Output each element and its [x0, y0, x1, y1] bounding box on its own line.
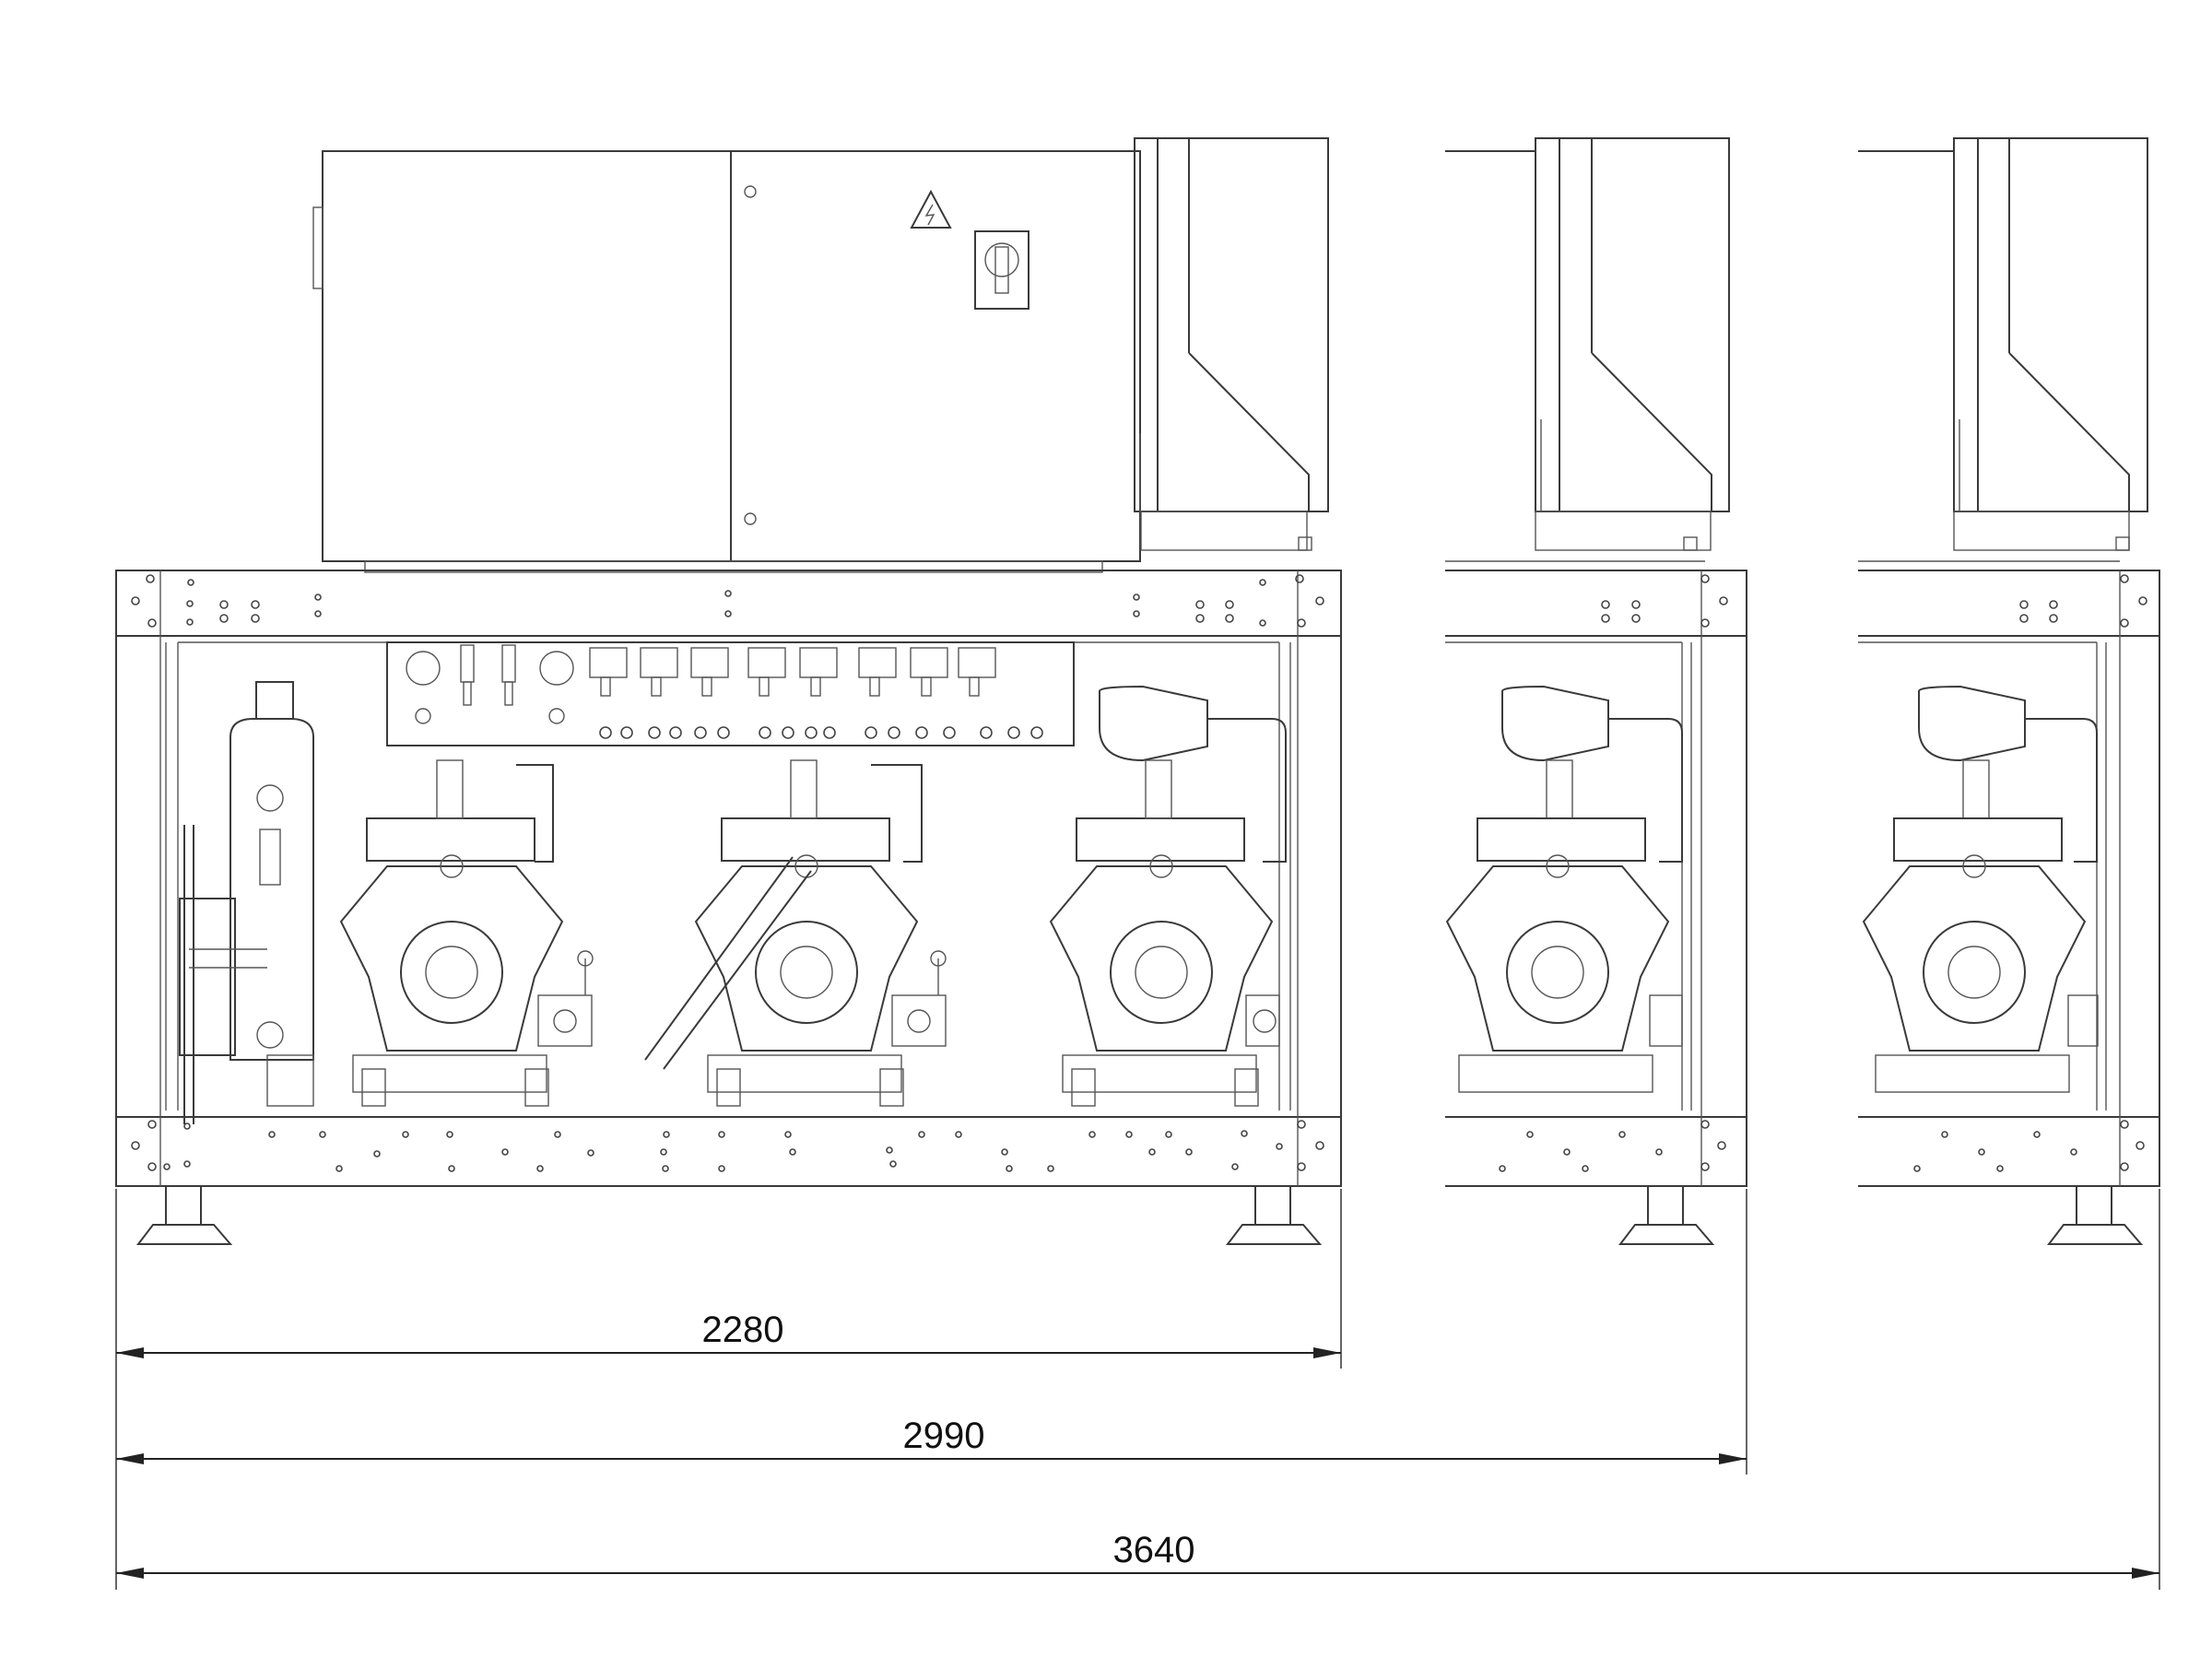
- high-voltage-warning-icon: [910, 189, 952, 229]
- dimension-label-3640: 3640: [1113, 1530, 1195, 1570]
- frame-bolt-holes: [131, 574, 1324, 1172]
- compressor-1: [339, 759, 564, 1107]
- panel-connectors: [599, 726, 1043, 739]
- compressor-4: [1445, 685, 1683, 1093]
- dimension-label-2280: 2280: [702, 1310, 784, 1350]
- extension-frame-2: [1858, 570, 2160, 1187]
- dimension-2280: 2280: [116, 1310, 1341, 1358]
- pressure-switches: [589, 647, 996, 697]
- condenser-hood-3: [1858, 137, 2148, 562]
- control-panel: [386, 641, 1075, 746]
- compressor-3: [1049, 685, 1287, 1107]
- compressor-2: [644, 759, 923, 1107]
- extension-frame-1: [1445, 570, 1747, 1187]
- dimension-label-2990: 2990: [903, 1416, 985, 1456]
- support-feet: [135, 1185, 2144, 1245]
- main-switch-icon: [974, 230, 1030, 310]
- compressor-5: [1862, 685, 2099, 1093]
- electrical-cabinet: [312, 150, 1141, 573]
- oil-valves: [537, 950, 1280, 1047]
- condenser-hood-1: [1134, 137, 1329, 551]
- dimension-3640: 3640: [116, 1530, 2159, 1579]
- dimension-extension-lines: [115, 1189, 2160, 1590]
- liquid-receiver: [179, 681, 314, 1124]
- condenser-hood-2: [1445, 137, 1730, 562]
- dimension-2990: 2990: [116, 1416, 1747, 1464]
- main-frame: [115, 570, 1342, 1187]
